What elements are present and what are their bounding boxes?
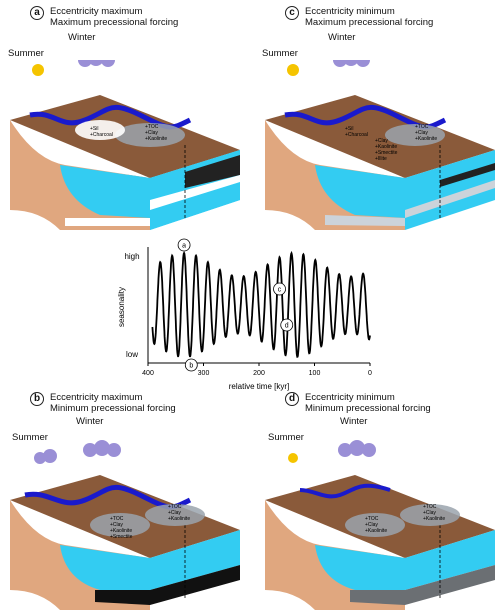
label: +Kaolinite (365, 528, 387, 534)
panel-c-line2: Maximum precessional forcing (305, 17, 434, 28)
seasonality-chart: high low seasonality relative time [kyr]… (117, 238, 372, 391)
label: +Kaolinite (110, 528, 132, 534)
label: +Kaolinite (375, 144, 397, 150)
x-ticks: 400 300 200 100 0 (142, 363, 372, 377)
block-diagram-b: +TOC +Clay +Kaolinite +Smectite +TOC +Cl… (10, 440, 240, 610)
label: +TOC (423, 504, 437, 510)
marker-label-b: b (189, 363, 193, 370)
winter-label: Winter (68, 32, 96, 43)
block-diagram-d: +TOC +Clay +Kaolinite +TOC +Clay +Kaolin… (265, 440, 495, 610)
seasonality-series (151, 250, 371, 358)
panel-d-line2: Minimum precessional forcing (305, 403, 431, 414)
label: +Kaolinite (423, 516, 445, 522)
winter-label: Winter (328, 32, 356, 43)
summer-label: Summer (8, 48, 44, 59)
marker-b (184, 358, 198, 372)
winter-label: Winter (76, 416, 104, 427)
panel-label: c (285, 6, 299, 20)
label: +Clay (415, 130, 428, 136)
cloud-icon (83, 440, 121, 457)
cloud-icon (333, 60, 370, 67)
cloud-icon (34, 449, 57, 464)
panel-label: a (30, 6, 44, 20)
summer-label: Summer (268, 432, 304, 443)
label: +Clay (365, 522, 378, 528)
panel-label: b (30, 392, 44, 406)
panel-b-header: b Eccentricity maximum Minimum precessio… (30, 392, 176, 414)
x-tick-label: 100 (309, 370, 321, 377)
summer-label: Summer (262, 48, 298, 59)
sun-icon (32, 64, 44, 76)
marker-a (177, 238, 191, 252)
label: +TOC (365, 516, 379, 522)
label: +Sil (90, 126, 98, 132)
marker-label-a: a (182, 243, 186, 250)
x-axis-label: relative time [kyr] (229, 382, 289, 391)
x-tick-label: 400 (142, 370, 154, 377)
panel-label: d (285, 392, 299, 406)
panel-d-line1: Eccentricity minimum (305, 392, 395, 403)
label: +Smectite (375, 150, 398, 156)
label: +Charcoal (345, 132, 368, 138)
x-tick-label: 0 (368, 370, 372, 377)
panel-c-header: c Eccentricity minimum Maximum precessio… (285, 6, 433, 28)
panel-a-line2: Maximum precessional forcing (50, 17, 179, 28)
label: +Kaolinite (168, 516, 190, 522)
panel-d-header: d Eccentricity minimum Minimum precessio… (285, 392, 431, 414)
label: +Illite (375, 156, 387, 162)
label: +TOC (415, 124, 429, 130)
panel-b-line2: Minimum precessional forcing (50, 403, 176, 414)
summer-label: Summer (12, 432, 48, 443)
marker-c (273, 282, 286, 296)
x-tick-label: 200 (253, 370, 265, 377)
block-diagram-a: +Sil +Charcoal +TOC +Clay +Kaolinite (10, 60, 240, 230)
cloud-icon (78, 60, 115, 67)
label: +Clay (168, 510, 181, 516)
block-diagram-c: +Sil +Charcoal +Clay +Kaolinite +Smectit… (265, 60, 495, 230)
label: +Smectite (110, 534, 133, 540)
label: +Kaolinite (145, 136, 167, 142)
winter-label: Winter (340, 416, 368, 427)
label: +Clay (423, 510, 436, 516)
label: +TOC (168, 504, 182, 510)
y-axis-label: seasonality (117, 287, 126, 327)
panel-b-line1: Eccentricity maximum (50, 392, 143, 403)
y-tick-high: high (124, 252, 139, 261)
label: +Clay (375, 138, 388, 144)
marker-label-c: c (278, 287, 282, 294)
label: +Kaolinite (415, 136, 437, 142)
label: +Clay (145, 130, 158, 136)
cloud-icon (338, 440, 376, 457)
label: +Sil (345, 126, 353, 132)
label: +Clay (110, 522, 123, 528)
marker-label-d: d (285, 323, 289, 330)
label: +TOC (110, 516, 124, 522)
panel-c-line1: Eccentricity minimum (305, 6, 395, 17)
x-tick-label: 300 (198, 370, 210, 377)
label: +Charcoal (90, 132, 113, 138)
sun-icon (288, 453, 298, 463)
y-tick-low: low (126, 350, 138, 359)
sun-icon (287, 64, 299, 76)
panel-a-header: a Eccentricity maximum Maximum precessio… (30, 6, 178, 28)
label: +TOC (145, 124, 159, 130)
panel-a-line1: Eccentricity maximum (50, 6, 143, 17)
marker-d (280, 318, 294, 332)
markers: a b c d (177, 238, 294, 372)
